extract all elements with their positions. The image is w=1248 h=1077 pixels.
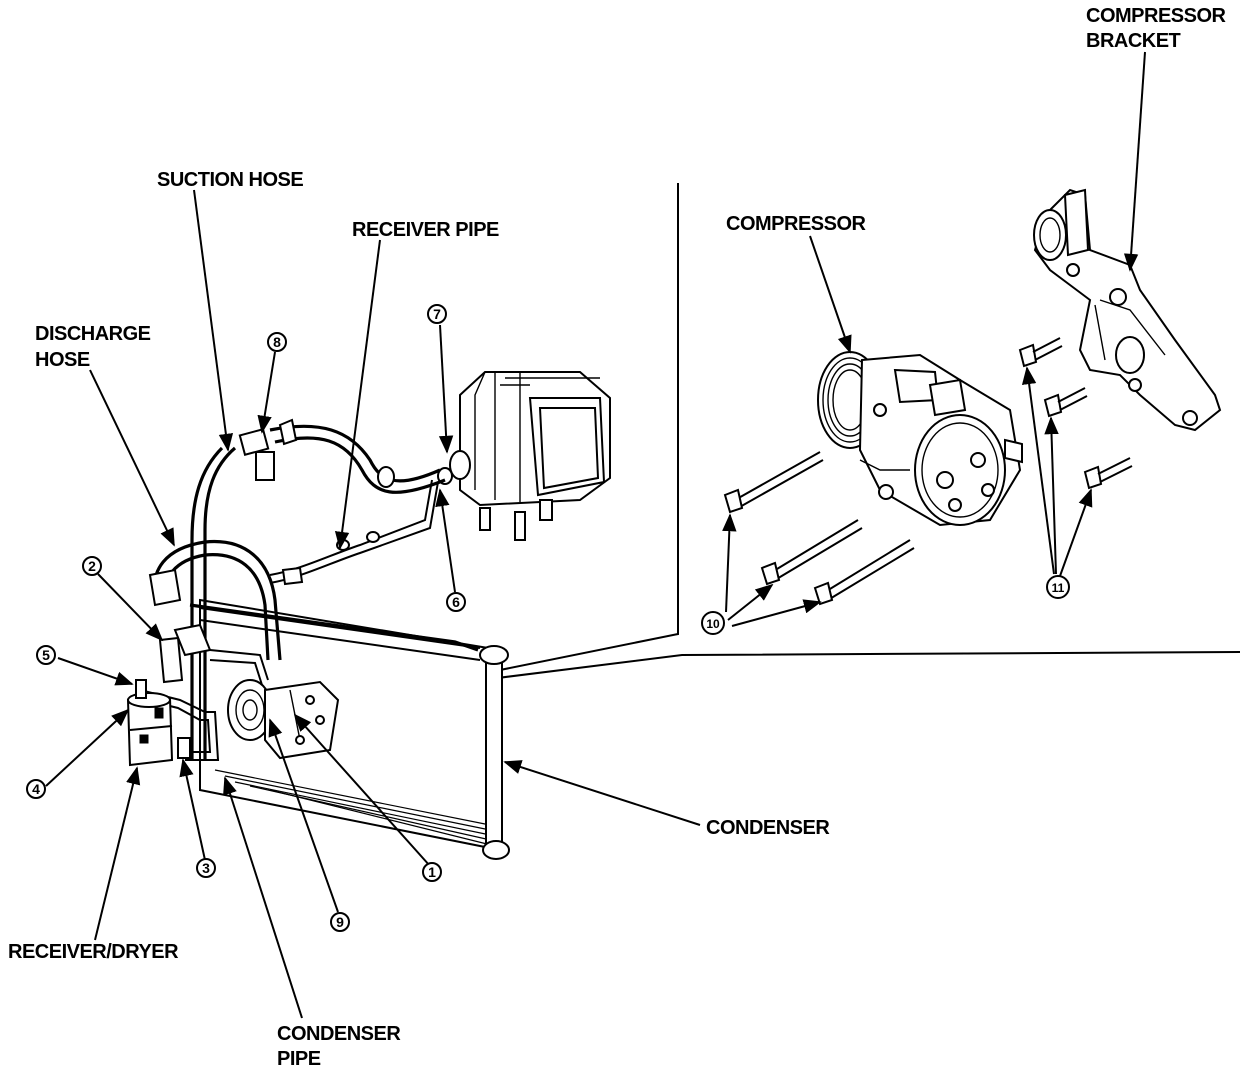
bolts-11	[1018, 337, 1133, 490]
callout-3-text: 3	[202, 860, 210, 876]
callout-2: 2	[82, 556, 102, 576]
callout-9: 9	[330, 912, 350, 932]
callout-3: 3	[196, 858, 216, 878]
condenser-pipe-label-2: PIPE	[277, 1048, 321, 1070]
compressor-bracket-label-1: COMPRESSOR	[1086, 5, 1227, 27]
callout-5: 5	[36, 645, 56, 665]
callout-4: 4	[26, 779, 46, 799]
condenser-pipe-label-1: CONDENSER	[277, 1023, 401, 1045]
callout-8-text: 8	[273, 334, 281, 350]
callout-1-text: 1	[428, 864, 436, 880]
callout-10: 10	[701, 611, 725, 635]
callout-11: 11	[1046, 575, 1070, 599]
suction-hose-label: SUCTION HOSE	[157, 169, 303, 191]
callout-2-text: 2	[88, 558, 96, 574]
compressor-label: COMPRESSOR	[726, 213, 867, 235]
receiver-pipe-drawing	[269, 479, 439, 586]
receiver-dryer-drawing	[126, 679, 174, 767]
callout-7: 7	[427, 304, 447, 324]
callout-8: 8	[267, 332, 287, 352]
compressor-detail-drawing	[817, 351, 1023, 527]
evaporator-unit	[437, 371, 611, 541]
callout-11-text: 11	[1052, 581, 1065, 595]
discharge-hose-label-1: DISCHARGE	[35, 323, 151, 345]
callout-6-text: 6	[452, 594, 460, 610]
discharge-hose-label-2: HOSE	[35, 349, 90, 371]
suction-hose-drawing	[190, 418, 446, 760]
callout-4-text: 4	[32, 781, 40, 797]
bolts-10	[723, 451, 915, 606]
callout-5-text: 5	[42, 647, 50, 663]
leader-lines	[45, 51, 1146, 1019]
compressor-bracket-drawing	[1033, 188, 1222, 432]
callout-9-text: 9	[336, 914, 344, 930]
callout-10-text: 10	[706, 617, 720, 631]
callout-7-text: 7	[433, 306, 441, 322]
discharge-hose-drawing	[148, 539, 282, 661]
condenser-drawing	[189, 598, 510, 860]
condenser-pipe-drawing	[139, 649, 269, 761]
callout-6: 6	[446, 592, 466, 612]
receiver-pipe-label: RECEIVER PIPE	[352, 219, 499, 241]
compressor-bracket-label-2: BRACKET	[1086, 30, 1181, 52]
receiver-dryer-label: RECEIVER/DRYER	[8, 941, 179, 963]
callout-1: 1	[422, 862, 442, 882]
condenser-label: CONDENSER	[706, 817, 830, 839]
